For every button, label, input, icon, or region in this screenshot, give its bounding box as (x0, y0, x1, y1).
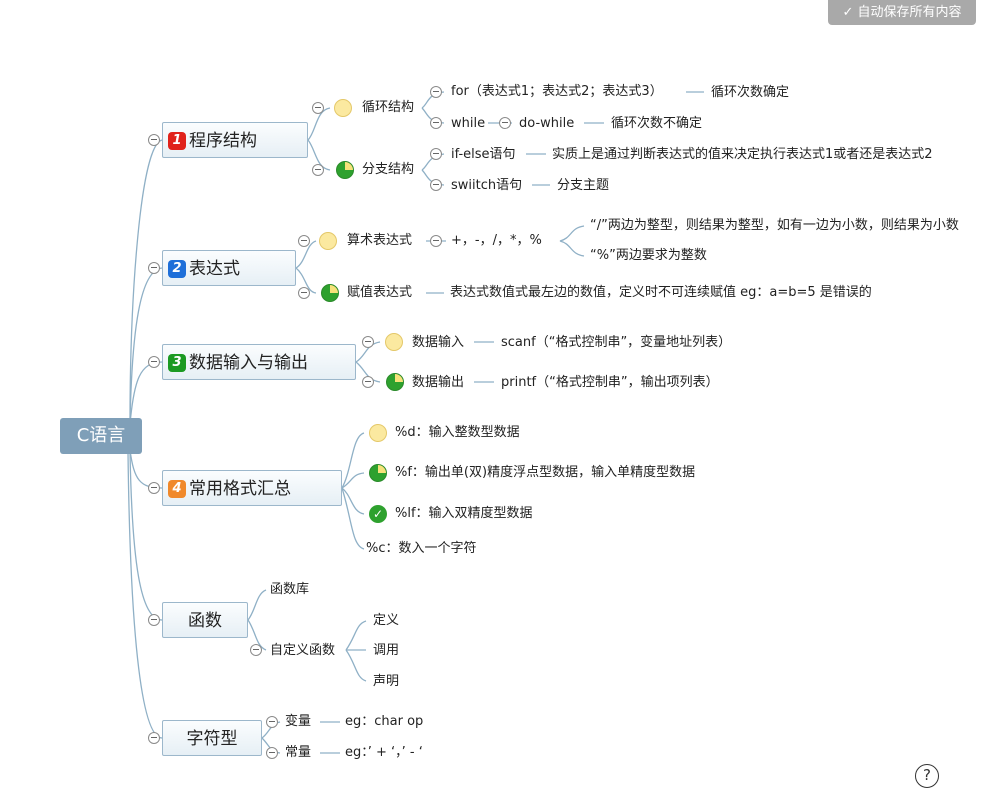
autosave-status[interactable]: ✓ 自动保存所有内容 (828, 0, 976, 25)
collapse-toggle[interactable] (430, 179, 442, 191)
priority-3-icon: 3 (168, 354, 186, 372)
topic-data-output[interactable]: 数据输出 (412, 375, 465, 390)
collapse-toggle[interactable] (148, 614, 160, 626)
topic-custom-function[interactable]: 自定义函数 (270, 643, 336, 658)
topic-format-lf[interactable]: %lf：输入双精度型数据 (395, 506, 533, 521)
topic-io[interactable]: 3 数据输入与输出 (162, 344, 356, 380)
progress-25-icon (321, 284, 339, 302)
topic-define[interactable]: 定义 (373, 613, 400, 628)
collapse-toggle[interactable] (148, 356, 160, 368)
topic-arithmetic-expr[interactable]: 算术表达式 (347, 233, 413, 248)
autosave-label: 自动保存所有内容 (857, 5, 962, 20)
topic-program-structure[interactable]: 1 程序结构 (162, 122, 308, 158)
topic-variable[interactable]: 变量 (285, 714, 312, 729)
progress-0-icon (319, 232, 337, 250)
collapse-toggle[interactable] (298, 287, 310, 299)
topic-format-c[interactable]: %c：数入一个字符 (366, 541, 477, 556)
topic-label: 常用格式汇总 (189, 479, 291, 499)
topic-label: 数据输入与输出 (189, 353, 308, 373)
note-branch-topic[interactable]: 分支主题 (557, 178, 610, 193)
note-loop-count-fixed[interactable]: 循环次数确定 (711, 85, 790, 100)
topic-operators[interactable]: +，-，/，*，% (451, 233, 542, 248)
check-done-icon: ✓ (369, 505, 387, 523)
collapse-toggle[interactable] (148, 732, 160, 744)
topic-char-type[interactable]: 字符型 (162, 720, 262, 756)
topic-loop-structure[interactable]: 循环结构 (362, 100, 415, 115)
collapse-toggle[interactable] (250, 644, 262, 656)
collapse-toggle[interactable] (148, 134, 160, 146)
collapse-toggle[interactable] (312, 164, 324, 176)
note-scanf[interactable]: scanf（“格式控制串”，变量地址列表） (501, 335, 732, 350)
topic-if-else[interactable]: if-else语句 (451, 147, 516, 162)
collapse-toggle[interactable] (298, 235, 310, 247)
progress-0-icon (385, 333, 403, 351)
progress-0-icon (369, 424, 387, 442)
collapse-toggle[interactable] (312, 102, 324, 114)
priority-1-icon: 1 (168, 132, 186, 150)
collapse-toggle[interactable] (362, 336, 374, 348)
topic-format-d[interactable]: %d：输入整数型数据 (395, 425, 520, 440)
collapse-toggle[interactable] (148, 482, 160, 494)
note-if-else[interactable]: 实质上是通过判断表达式的值来决定执行表达式1或者还是表达式2 (552, 147, 933, 162)
check-circle-icon: ✓ (842, 5, 854, 20)
collapse-toggle[interactable] (266, 747, 278, 759)
topic-branch-structure[interactable]: 分支结构 (362, 162, 415, 177)
note-printf[interactable]: printf（“格式控制串”，输出项列表） (501, 375, 719, 390)
topic-format-f[interactable]: %f：输出单(双)精度浮点型数据，输入单精度型数据 (395, 465, 696, 480)
topic-data-input[interactable]: 数据输入 (412, 335, 465, 350)
topic-function[interactable]: 函数 (162, 602, 248, 638)
note-division[interactable]: “/”两边为整型，则结果为整型，如有一边为小数，则结果为小数 (590, 218, 959, 233)
brace (559, 225, 585, 257)
topic-call[interactable]: 调用 (373, 643, 400, 658)
progress-25-icon (369, 464, 387, 482)
collapse-toggle[interactable] (362, 376, 374, 388)
topic-label: 程序结构 (189, 131, 257, 151)
topic-declare[interactable]: 声明 (373, 674, 400, 689)
topic-do-while[interactable]: do-while (519, 116, 575, 131)
topic-expression[interactable]: 2 表达式 (162, 250, 296, 286)
note-variable[interactable]: eg：char op (345, 714, 424, 729)
collapse-toggle[interactable] (499, 117, 511, 129)
collapse-toggle[interactable] (430, 235, 442, 247)
note-loop-count-unfixed[interactable]: 循环次数不确定 (611, 116, 703, 131)
root-topic[interactable]: C语言 (60, 418, 142, 454)
priority-4-icon: 4 (168, 480, 186, 498)
collapse-toggle[interactable] (266, 716, 278, 728)
collapse-toggle[interactable] (430, 148, 442, 160)
note-constant[interactable]: eg：’ + ‘，’ - ‘ (345, 745, 423, 760)
collapse-toggle[interactable] (430, 86, 442, 98)
note-assignment[interactable]: 表达式数值式最左边的数值，定义时不可连续赋值 eg：a=b=5 是错误的 (450, 285, 872, 300)
topic-label: 表达式 (189, 259, 240, 279)
priority-2-icon: 2 (168, 260, 186, 278)
collapse-toggle[interactable] (430, 117, 442, 129)
topic-switch[interactable]: swiitch语句 (451, 178, 523, 193)
note-modulo[interactable]: “%”两边要求为整数 (590, 248, 707, 263)
progress-0-icon (334, 99, 352, 117)
topic-for[interactable]: for（表达式1；表达式2；表达式3） (451, 84, 663, 99)
topic-formats[interactable]: 4 常用格式汇总 (162, 470, 342, 506)
help-button[interactable]: ? (915, 764, 939, 788)
topic-function-library[interactable]: 函数库 (270, 582, 310, 597)
collapse-toggle[interactable] (148, 262, 160, 274)
progress-25-icon (386, 373, 404, 391)
topic-constant[interactable]: 常量 (285, 745, 312, 760)
topic-while[interactable]: while (451, 116, 486, 131)
progress-25-icon (336, 161, 354, 179)
topic-assignment-expr[interactable]: 赋值表达式 (347, 285, 413, 300)
